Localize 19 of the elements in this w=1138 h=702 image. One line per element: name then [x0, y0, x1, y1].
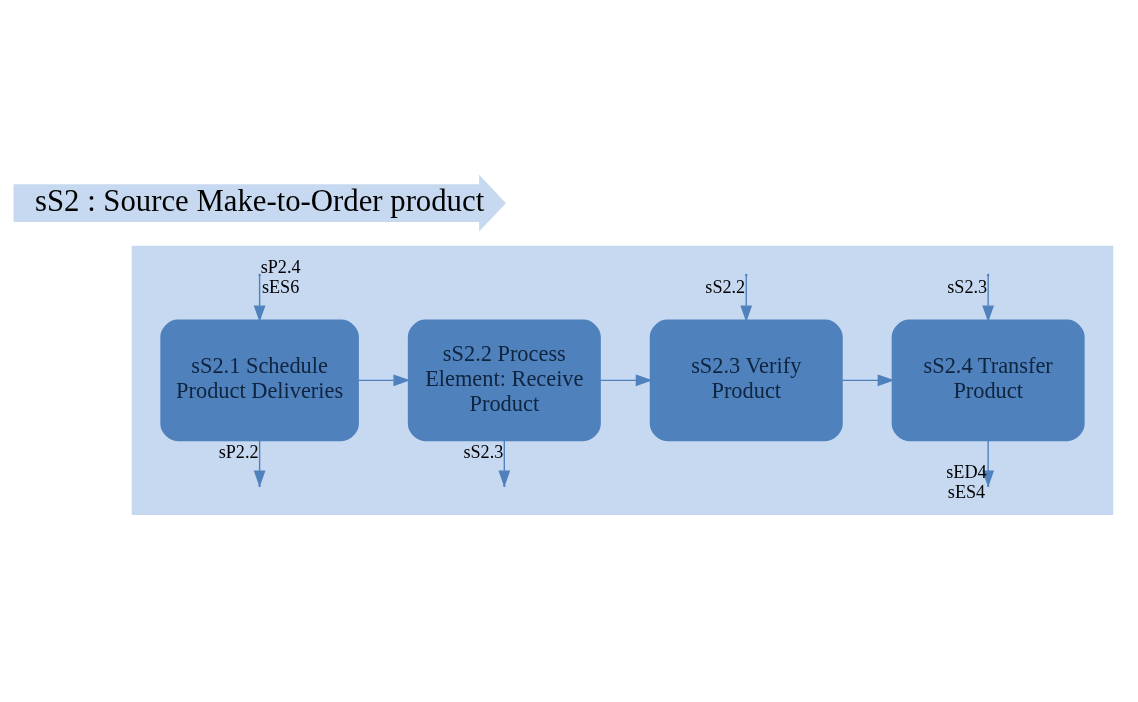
node-box: sS2.3 Verify Product [649, 319, 843, 442]
cluster [131, 245, 1114, 515]
node-box: sS2.2 Process Element: Receive Product [407, 319, 601, 442]
arrow [982, 440, 995, 488]
arrow [841, 374, 895, 387]
edge-label: sS2.3 [463, 442, 504, 463]
edge-label: sP2.4 sES6 [260, 257, 301, 297]
node-box: sS2.1 Schedule Product Deliveries [160, 319, 359, 442]
arrow [253, 440, 266, 488]
arrow [982, 274, 995, 323]
edge-label: sS2.3 [947, 276, 988, 297]
node-box: sS2.4 Transfer Product [891, 319, 1085, 442]
edge-label: sED4 sES4 [946, 462, 987, 502]
edge-label: sS2.2 [705, 276, 746, 297]
arrow [599, 374, 653, 387]
edge-label: sP2.2 [218, 442, 259, 463]
arrow [357, 374, 411, 387]
arrow [253, 274, 266, 323]
arrow [740, 274, 753, 323]
